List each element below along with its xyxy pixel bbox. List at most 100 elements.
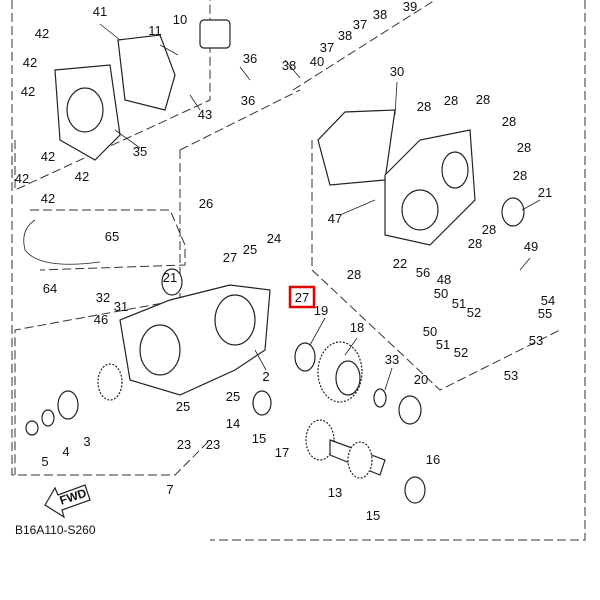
- right-case: [384, 129, 476, 246]
- part-label-14: 14: [226, 416, 240, 431]
- part-label-37: 37: [320, 40, 334, 55]
- part-label-42: 42: [41, 191, 55, 206]
- part-label-53: 53: [504, 368, 518, 383]
- part-label-4: 4: [62, 444, 69, 459]
- part-label-23: 23: [177, 437, 191, 452]
- part-label-28: 28: [417, 99, 431, 114]
- part-label-21: 21: [538, 185, 552, 200]
- part-label-36: 36: [241, 93, 255, 108]
- highlighted-part-label[interactable]: 27: [295, 290, 309, 305]
- part-label-28: 28: [502, 114, 516, 129]
- part-label-28: 28: [482, 222, 496, 237]
- center-group-boundary: [14, 89, 301, 475]
- part-label-19: 19: [314, 303, 328, 318]
- part-label-28: 28: [513, 168, 527, 183]
- gear-17: [305, 419, 386, 476]
- part-label-50: 50: [423, 324, 437, 339]
- top-left-group-boundary: [14, 0, 211, 191]
- part-label-2: 2: [262, 369, 269, 384]
- part-label-54: 54: [541, 293, 555, 308]
- oil-seal: [501, 197, 525, 227]
- part-label-13: 13: [328, 485, 342, 500]
- part-label-30: 30: [390, 64, 404, 79]
- part-label-20: 20: [414, 372, 428, 387]
- part-label-33: 33: [385, 352, 399, 367]
- part-label-25: 25: [226, 389, 240, 404]
- part-label-26: 26: [199, 196, 213, 211]
- forward-direction-arrow: FWD: [44, 484, 91, 519]
- part-label-15: 15: [252, 431, 266, 446]
- part-label-35: 35: [133, 144, 147, 159]
- highlight-box: [288, 285, 316, 309]
- part-label-51: 51: [452, 296, 466, 311]
- part-label-27: 27: [223, 250, 237, 265]
- part-label-42: 42: [21, 84, 35, 99]
- part-label-25: 25: [243, 242, 257, 257]
- part-label-17: 17: [275, 445, 289, 460]
- part-label-49: 49: [524, 239, 538, 254]
- part-label-23: 23: [206, 437, 220, 452]
- part-label-55: 55: [538, 306, 552, 321]
- left-group-boundary: [11, 0, 211, 476]
- part-label-51: 51: [436, 337, 450, 352]
- part-label-42: 42: [75, 169, 89, 184]
- part-label-53: 53: [529, 333, 543, 348]
- part-label-28: 28: [476, 92, 490, 107]
- part-label-37: 37: [353, 17, 367, 32]
- part-label-21: 21: [163, 270, 177, 285]
- part-label-25: 25: [176, 399, 190, 414]
- part-label-28: 28: [444, 93, 458, 108]
- part-label-22: 22: [393, 256, 407, 271]
- shim-33: [373, 388, 387, 408]
- gear-13: [347, 441, 373, 479]
- gasket: [117, 34, 176, 111]
- part-label-28: 28: [468, 236, 482, 251]
- part-label-40: 40: [310, 54, 324, 69]
- part-label-42: 42: [15, 171, 29, 186]
- part-label-10: 10: [173, 12, 187, 27]
- part-label-47: 47: [328, 211, 342, 226]
- hose-group-boundary: [30, 209, 186, 271]
- part-label-31: 31: [114, 299, 128, 314]
- part-label-18: 18: [350, 320, 364, 335]
- bearing-20: [398, 395, 422, 425]
- part-label-42: 42: [23, 55, 37, 70]
- gear-3: [25, 363, 123, 436]
- part-label-38: 38: [282, 58, 296, 73]
- part-label-15: 15: [366, 508, 380, 523]
- oil-seal-21: [161, 268, 183, 296]
- part-label-32: 32: [96, 290, 110, 305]
- part-label-11: 11: [148, 23, 162, 38]
- shaft-gear: [199, 19, 231, 49]
- hose-64: [23, 219, 101, 265]
- part-label-3: 3: [83, 434, 90, 449]
- part-label-64: 64: [43, 281, 57, 296]
- right-group-boundary: [210, 0, 586, 541]
- diagram-code: B16A110-S260: [15, 523, 96, 537]
- main-case: [119, 284, 271, 396]
- part-label-50: 50: [434, 286, 448, 301]
- cover-case: [54, 64, 121, 161]
- part-label-65: 65: [105, 229, 119, 244]
- part-label-7: 7: [166, 482, 173, 497]
- part-label-48: 48: [437, 272, 451, 287]
- part-label-38: 38: [338, 28, 352, 43]
- part-label-36: 36: [243, 51, 257, 66]
- part-label-41: 41: [93, 4, 107, 19]
- part-label-39: 39: [403, 0, 417, 14]
- part-label-43: 43: [198, 107, 212, 122]
- part-label-56: 56: [416, 265, 430, 280]
- part-label-38: 38: [373, 7, 387, 22]
- part-label-28: 28: [517, 140, 531, 155]
- part-label-52: 52: [467, 305, 481, 320]
- part-label-28: 28: [347, 267, 361, 282]
- part-label-24: 24: [267, 231, 281, 246]
- part-label-16: 16: [426, 452, 440, 467]
- part-label-52: 52: [454, 345, 468, 360]
- bearing-16: [404, 476, 426, 504]
- part-label-5: 5: [41, 454, 48, 469]
- part-label-46: 46: [94, 312, 108, 327]
